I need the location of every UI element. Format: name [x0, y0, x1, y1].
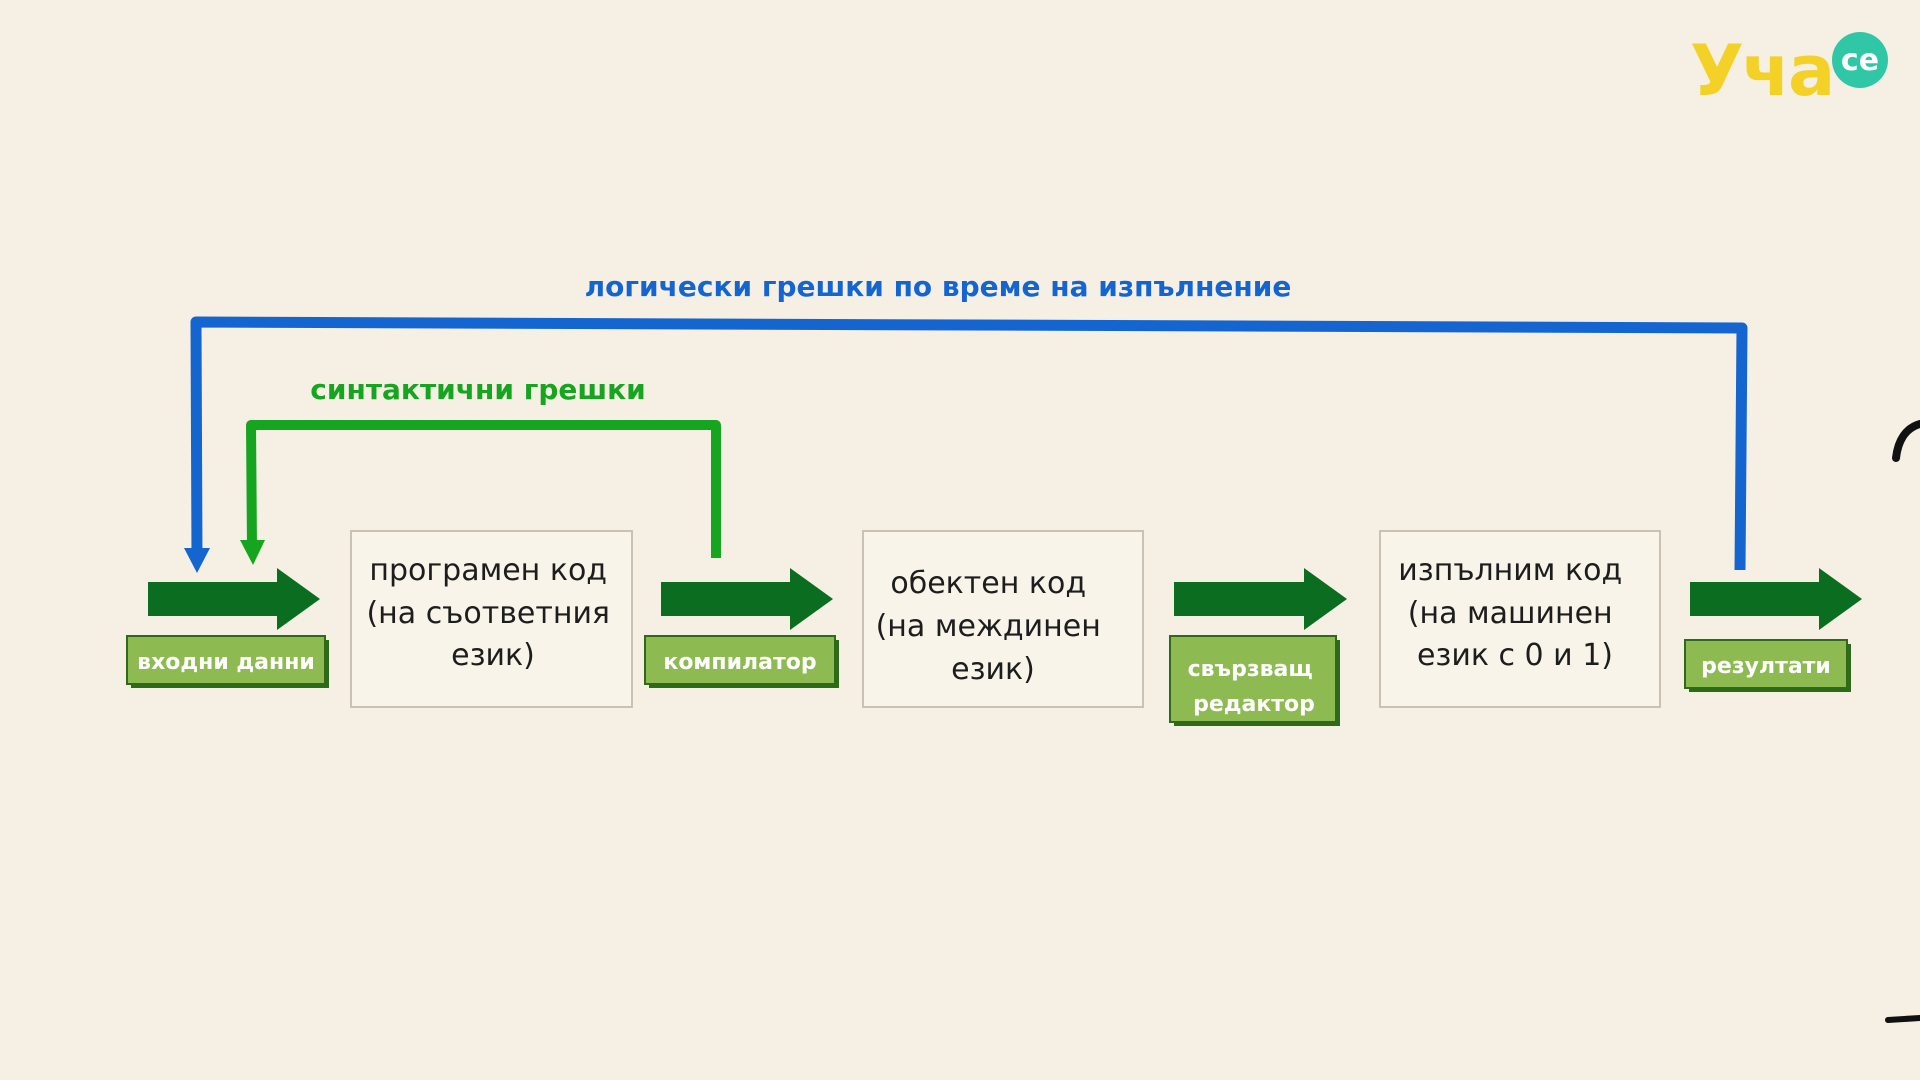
box-source-code: програмен код (на съответния език) — [350, 530, 633, 708]
tag-compiler-label: компилатор — [663, 650, 816, 675]
box-exec-line-3: език с 0 и 1) — [1417, 638, 1613, 673]
syntax-errors-arrowhead — [240, 540, 265, 565]
uchase-logo: Уча се — [1690, 22, 1890, 112]
box-object-code: обектен код (на междинен език) — [862, 530, 1144, 708]
logical-errors-arrowhead — [184, 548, 210, 573]
svg-text:обектен код (на междинен: обектен код (на междинен език) — [876, 566, 1111, 687]
tag-input-data: входни данни — [126, 635, 329, 688]
tag-linker: свързващ редактор — [1169, 635, 1340, 726]
box-object-line-1: обектен код — [890, 566, 1086, 601]
flow-arrow-linker — [1174, 568, 1347, 630]
tag-input-label: входни данни — [137, 650, 315, 675]
flow-arrow-input — [148, 568, 320, 630]
tag-results: резултати — [1684, 639, 1851, 692]
logo-bubble: се — [1832, 32, 1888, 88]
svg-text:свързващ редактор: свързващ редактор — [1188, 657, 1321, 717]
edge-mark-top — [1892, 420, 1920, 462]
syntax-errors-label: синтактични грешки — [310, 373, 646, 406]
syntax-errors-loop — [246, 420, 721, 558]
flow-arrow-output — [1690, 568, 1862, 630]
edge-mark-bottom — [1885, 1015, 1920, 1023]
box-executable-code: изпълним код (на машинен език с 0 и 1) — [1379, 530, 1661, 708]
box-exec-line-1: изпълним код — [1398, 553, 1622, 588]
box-object-line-3: език) — [951, 652, 1035, 687]
logical-errors-label: логически грешки по време на изпълнение — [585, 270, 1292, 303]
tag-linker-line-2: редактор — [1193, 692, 1315, 717]
tag-results-label: резултати — [1701, 654, 1831, 679]
box-object-line-2: (на междинен — [876, 609, 1101, 644]
logo-word: Уча — [1690, 30, 1835, 112]
box-exec-line-2: (на машинен — [1408, 596, 1613, 631]
box-source-line-2: (на съответния — [366, 596, 610, 631]
box-source-line-1: програмен код — [369, 553, 607, 588]
svg-text:изпълним код (на машинен: изпълним код (на машинен език с 0 и 1) — [1398, 553, 1631, 673]
tag-linker-line-1: свързващ — [1188, 657, 1313, 682]
tag-compiler: компилатор — [644, 635, 839, 688]
logical-errors-loop — [190, 316, 1748, 571]
flow-arrow-compiler — [661, 568, 833, 630]
box-source-line-3: език) — [451, 638, 535, 673]
svg-text:програмен код (на съотве: програмен код (на съответния език) — [366, 553, 619, 673]
